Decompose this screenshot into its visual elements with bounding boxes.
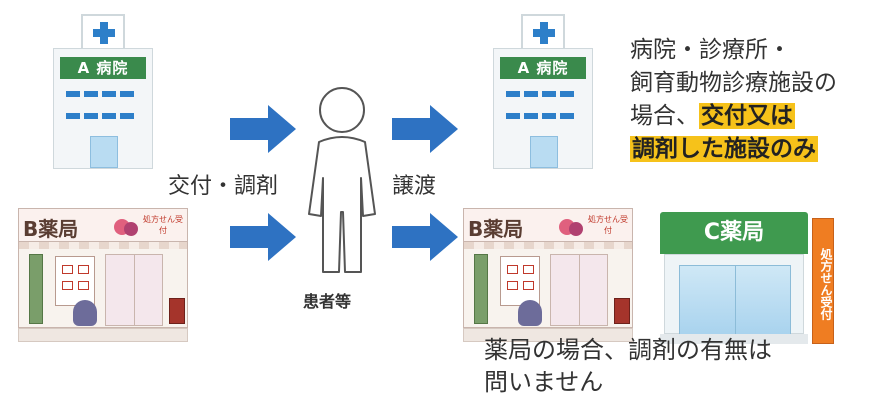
hospital-note-highlight-2: 調剤した施設のみ — [630, 136, 818, 162]
ground — [18, 328, 188, 342]
pharmacy-logo-icon — [559, 219, 583, 236]
shop-door — [550, 254, 608, 326]
awning — [19, 242, 187, 249]
mascot-icon — [518, 300, 542, 326]
hospital-cross-box — [521, 14, 565, 48]
pharmacy-note-line2: 問いません — [484, 368, 604, 396]
pharmacy-b-sign-board: B薬局 処方せん受付 — [18, 208, 188, 242]
hospital-note-highlight-1: 交付又は — [699, 103, 795, 129]
hospital-note-line3: 場合、交付又は — [630, 100, 837, 133]
hospital-note-line4: 調剤した施設のみ — [630, 133, 837, 166]
signboard-stand — [169, 298, 185, 324]
hospital-note-line3-prefix: 場合、 — [630, 103, 699, 129]
pharmacy-b-small-text: 処方せん受付 — [588, 215, 628, 235]
pharmacy-b-sign: B薬局 — [23, 217, 79, 241]
hospital-door — [530, 136, 558, 168]
pharmacy-logo-icon — [114, 219, 138, 236]
sign-pole — [474, 254, 488, 324]
hospital-cross-box — [81, 14, 125, 48]
hospital-door — [90, 136, 118, 168]
pharmacy-b-left: B薬局 処方せん受付 — [18, 208, 188, 343]
pharmacy-b-right: B薬局 処方せん受付 — [463, 208, 633, 343]
shop-window — [500, 256, 540, 306]
cross-icon — [533, 22, 555, 44]
hospital-a-right: A 病院 — [493, 14, 593, 169]
pharmacy-note-line1: 薬局の場合、調剤の有無は — [484, 336, 772, 364]
hospital-note-line2: 飼育動物診療施設の — [630, 70, 837, 96]
ground — [463, 328, 633, 342]
hospital-building: A 病院 — [53, 48, 153, 169]
hospital-note-line1: 病院・診療所・ — [630, 37, 791, 63]
shop-window — [55, 256, 95, 306]
hospital-a-left: A 病院 — [53, 14, 153, 169]
cross-icon — [93, 22, 115, 44]
hospital-note: 病院・診療所・ 飼育動物診療施設の 場合、交付又は 調剤した施設のみ — [630, 34, 837, 166]
pharmacy-b-sign-board: B薬局 処方せん受付 — [463, 208, 633, 242]
mascot-icon — [73, 300, 97, 326]
signboard-stand — [614, 298, 630, 324]
pharmacy-b-sign: B薬局 — [468, 217, 524, 241]
pharmacy-note: 薬局の場合、調剤の有無は 問いません — [484, 334, 772, 398]
arrow-icon-left-bottom — [230, 213, 296, 261]
pharmacy-b-small-text: 処方せん受付 — [143, 215, 183, 235]
pharmacy-c-storefront — [664, 254, 804, 335]
sign-pole — [29, 254, 43, 324]
hospital-sign: A 病院 — [500, 57, 586, 79]
pharmacy-c-banner: 処方せん受付 — [812, 218, 834, 344]
pharmacy-b-storefront — [463, 242, 633, 328]
person-label: 患者等 — [303, 292, 352, 311]
arrow-label-left: 交付・調剤 — [168, 174, 279, 199]
shop-door — [679, 265, 791, 335]
shop-door — [105, 254, 163, 326]
ground — [660, 334, 808, 344]
hospital-sign: A 病院 — [60, 57, 146, 79]
arrow-icon-right-bottom — [392, 213, 458, 261]
arrow-label-right: 譲渡 — [392, 174, 437, 199]
awning — [464, 242, 632, 249]
pharmacy-c-sign: C薬局 — [660, 212, 808, 254]
hospital-windows — [64, 91, 142, 135]
person-icon — [308, 87, 376, 273]
pharmacy-c: C薬局 処方せん受付 — [660, 212, 840, 347]
arrow-icon-left-top — [230, 105, 296, 153]
pharmacy-b-storefront — [18, 242, 188, 328]
hospital-building: A 病院 — [493, 48, 593, 169]
arrow-icon-right-top — [392, 105, 458, 153]
hospital-windows — [504, 91, 582, 135]
